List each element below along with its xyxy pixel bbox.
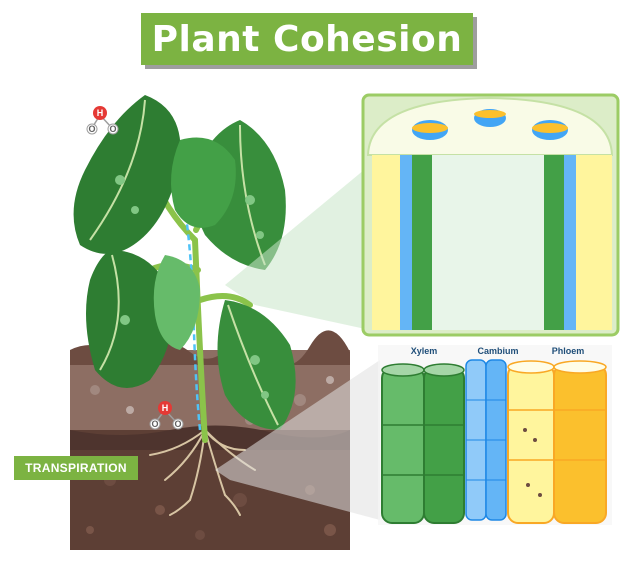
title-banner: Plant Cohesion: [141, 13, 473, 65]
vascular-tissue-detail: Xylem Cambium Phloem: [378, 345, 612, 525]
phloem-label: Phloem: [552, 346, 585, 356]
stem-cross-section: [361, 93, 620, 337]
zoom-cone-lower: [215, 360, 380, 520]
hydrogen-label: H: [97, 108, 104, 118]
plant-leaves: [73, 95, 296, 430]
zoom-cone-upper: [225, 165, 370, 330]
transpiration-label: TRANSPIRATION: [25, 461, 127, 475]
xylem-label: Xylem: [411, 346, 438, 356]
phloem-tubes: [507, 360, 607, 524]
oxygen-label: O: [174, 419, 181, 429]
cambium-tubes: [465, 359, 507, 521]
transpiration-label-box: TRANSPIRATION: [14, 456, 138, 480]
hydrogen-label: H: [162, 403, 169, 413]
water-molecule-icon: H O O: [86, 106, 119, 135]
oxygen-label: O: [88, 124, 95, 134]
water-molecule-icon: H O O: [149, 401, 184, 430]
page-title: Plant Cohesion: [151, 18, 463, 60]
oxygen-label: O: [109, 124, 116, 134]
cambium-label: Cambium: [477, 346, 518, 356]
xylem-tubes: [381, 363, 465, 524]
oxygen-label: O: [151, 419, 158, 429]
